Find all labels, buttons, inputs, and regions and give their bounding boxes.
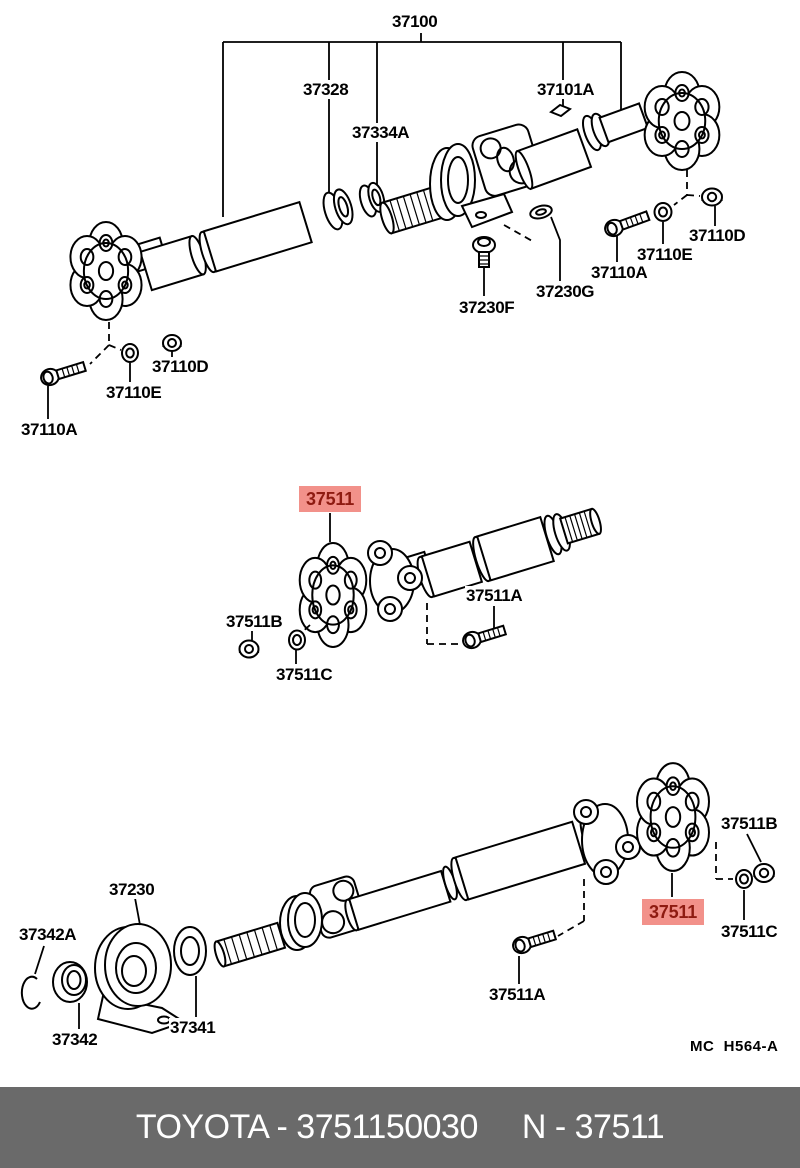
callout-37230G: 37230G [535,282,596,301]
footer-part-number: N - 37511 [521,1108,665,1146]
callout-37230F: 37230F [458,298,516,317]
callout-37110E-right: 37110E [636,245,694,264]
callout-37511-highlighted-bottom: 37511 [642,899,705,925]
callout-37100: 37100 [391,12,439,31]
callout-37110E-left: 37110E [105,383,163,402]
diagram-plate-code: MC H564-A [690,1038,779,1055]
callout-37511C-bottom: 37511C [720,922,779,941]
callout-37511B-bottom: 37511B [720,814,779,833]
callout-37511A-mid: 37511A [465,586,524,605]
callout-37342: 37342 [51,1030,99,1049]
callout-37511B-mid: 37511B [225,612,284,631]
footer-bar: TOYOTA - 3751150030 N - 37511 [0,1087,800,1168]
footer-catalog-number: TOYOTA - 3751150030 [135,1108,479,1146]
callout-37511A-bottom: 37511A [488,985,547,1004]
bottom-assembly [20,761,775,1035]
middle-assembly [238,507,602,664]
callout-37342A: 37342A [18,925,78,944]
callout-37110D-right: 37110D [688,226,747,245]
callout-37511-highlighted-mid: 37511 [299,486,362,512]
callout-37110A-right: 37110A [590,263,649,282]
callout-37334A: 37334A [351,123,411,142]
callout-37110D-left: 37110D [151,357,210,376]
callout-37341: 37341 [169,1018,217,1037]
top-assembly [40,33,723,419]
callout-37101A: 37101A [536,80,596,99]
callout-37511C-mid: 37511C [275,665,334,684]
callout-37230: 37230 [108,880,156,899]
callout-37328: 37328 [302,80,350,99]
callout-37110A-left: 37110A [20,420,79,439]
